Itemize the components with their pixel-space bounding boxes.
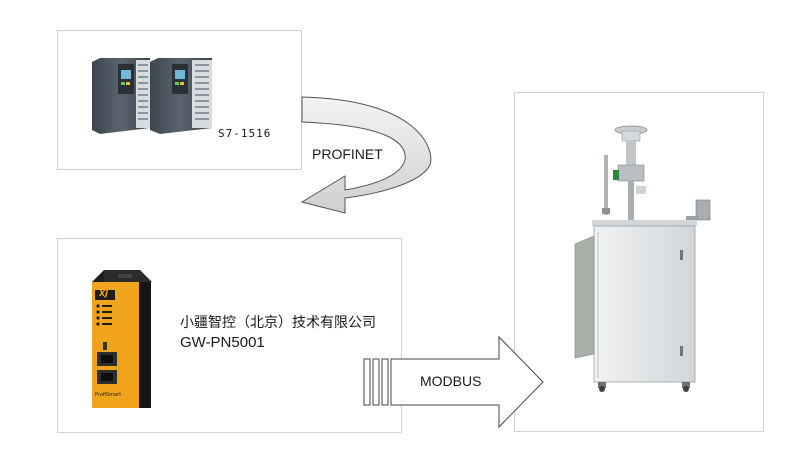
gateway-bottom-text: ProfiSmart: [95, 392, 122, 398]
gateway-brand-logo: XJ: [99, 289, 109, 298]
modbus-label: MODBUS: [420, 373, 482, 389]
plc-device-image: [92, 58, 212, 134]
plc-model-label: S7-1516: [218, 127, 272, 140]
profinet-label: PROFINET: [312, 146, 383, 162]
gateway-company-label: 小疆智控（北京）技术有限公司: [180, 315, 376, 331]
profinet-arrow: [300, 96, 432, 214]
gateway-model-label: GW-PN5001: [180, 334, 265, 351]
modbus-arrow: [363, 335, 544, 429]
air-monitoring-station-image: [574, 125, 711, 392]
gateway-device-image: [92, 270, 152, 408]
